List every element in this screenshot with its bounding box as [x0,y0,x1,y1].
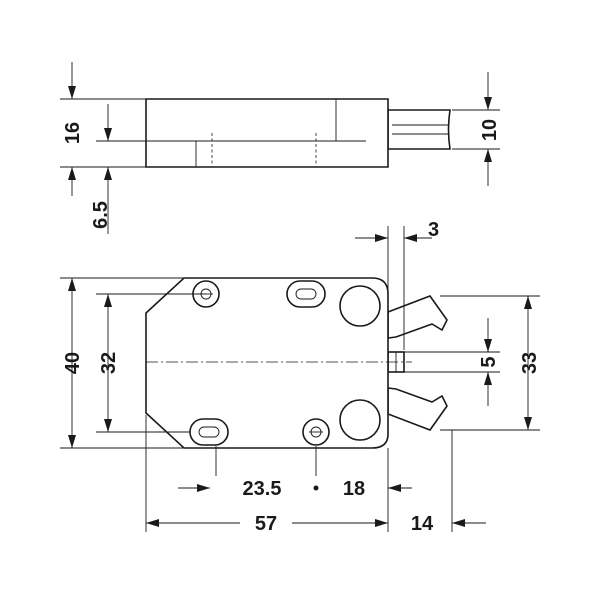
label-23-5: 23.5 [243,478,282,500]
label-6-5: 6.5 [90,201,112,229]
front-view-body [145,277,389,449]
lower-large-hole [339,399,381,441]
label-5: 5 [478,356,500,367]
label-40: 40 [62,352,84,374]
label-57: 57 [255,513,277,535]
upper-large-hole [339,285,381,327]
dimension-lines [60,62,540,532]
label-3: 3 [428,219,439,241]
label-32: 32 [98,352,120,374]
label-18: 18 [343,478,365,500]
label-10: 10 [479,119,501,141]
label-16: 16 [62,122,84,144]
label-14: 14 [411,513,434,535]
label-33: 33 [519,352,541,374]
top-slot [286,280,326,308]
side-view-plunger [387,109,451,150]
side-view-body [145,98,389,168]
bottom-slot [189,418,229,446]
upper-jaw [387,295,448,339]
lower-jaw [387,387,448,431]
front-view [145,277,448,449]
dimension-labels: 16 6.5 10 3 40 32 5 33 23.5 18 57 14 [62,119,541,535]
side-view [145,98,451,168]
